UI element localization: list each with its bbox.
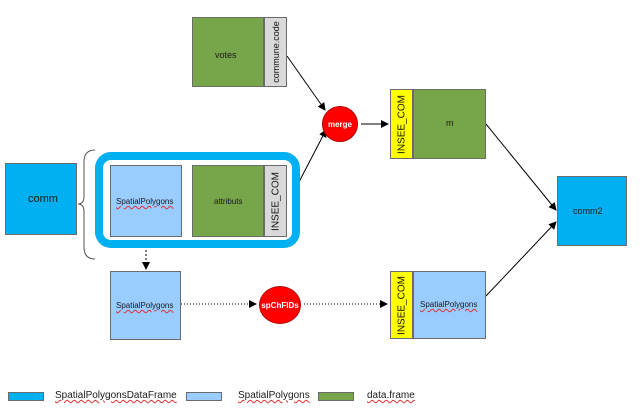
legend-label-spdf: SpatialPolygonsDataFrame	[55, 390, 177, 401]
spatial-polygons-out-label: SpatialPolygons	[420, 300, 478, 309]
insee-com-inner-key: INSEE_COM	[264, 165, 287, 237]
edge-sp-to-comm2	[485, 221, 557, 297]
m-node: m	[413, 89, 486, 159]
grouping-brace	[77, 149, 96, 260]
comm2-node: comm2	[557, 176, 627, 246]
insee-com-inner-label: INSEE_COM	[270, 172, 282, 231]
spchfids-operation: spChFIDs	[259, 286, 301, 324]
legend-label-sp: SpatialPolygons	[238, 390, 310, 401]
attributs-node: attributs	[192, 165, 264, 237]
m-label: m	[446, 118, 454, 128]
comm-node: comm	[5, 163, 77, 235]
legend-swatch-sp	[186, 392, 222, 401]
merge-operation: merge	[322, 106, 358, 142]
legend-label-df: data.frame	[367, 390, 415, 401]
edge-m-to-comm2	[485, 123, 557, 211]
comm2-label: comm2	[573, 206, 603, 216]
merge-label: merge	[327, 119, 352, 129]
commune-code-label: commune.code	[271, 21, 281, 83]
spatial-polygons-inner-label: SpatialPolygons	[116, 197, 174, 206]
commune-code-key: commune.code	[264, 17, 287, 87]
comm-label: comm	[28, 193, 58, 205]
spatial-polygons-copy-node: SpatialPolygons	[110, 271, 181, 340]
insee-com-m-label: INSEE_COM	[396, 95, 408, 154]
insee-com-sp-key: INSEE_COM	[390, 271, 413, 339]
spchfids-label: spChFIDs	[261, 300, 299, 310]
legend-swatch-spdf	[8, 392, 44, 401]
insee-com-sp-label: INSEE_COM	[396, 276, 408, 335]
spatial-polygons-out-node: SpatialPolygons	[413, 271, 486, 339]
insee-com-m-key: INSEE_COM	[390, 89, 413, 159]
attributs-label: attributs	[214, 197, 243, 206]
votes-label: votes	[215, 50, 237, 60]
spatial-polygons-inner-node: SpatialPolygons	[110, 165, 182, 237]
legend-swatch-df	[318, 392, 354, 401]
spatial-polygons-copy-label: SpatialPolygons	[116, 301, 174, 310]
votes-node: votes	[192, 17, 264, 87]
edge-votes-to-merge	[286, 55, 326, 111]
